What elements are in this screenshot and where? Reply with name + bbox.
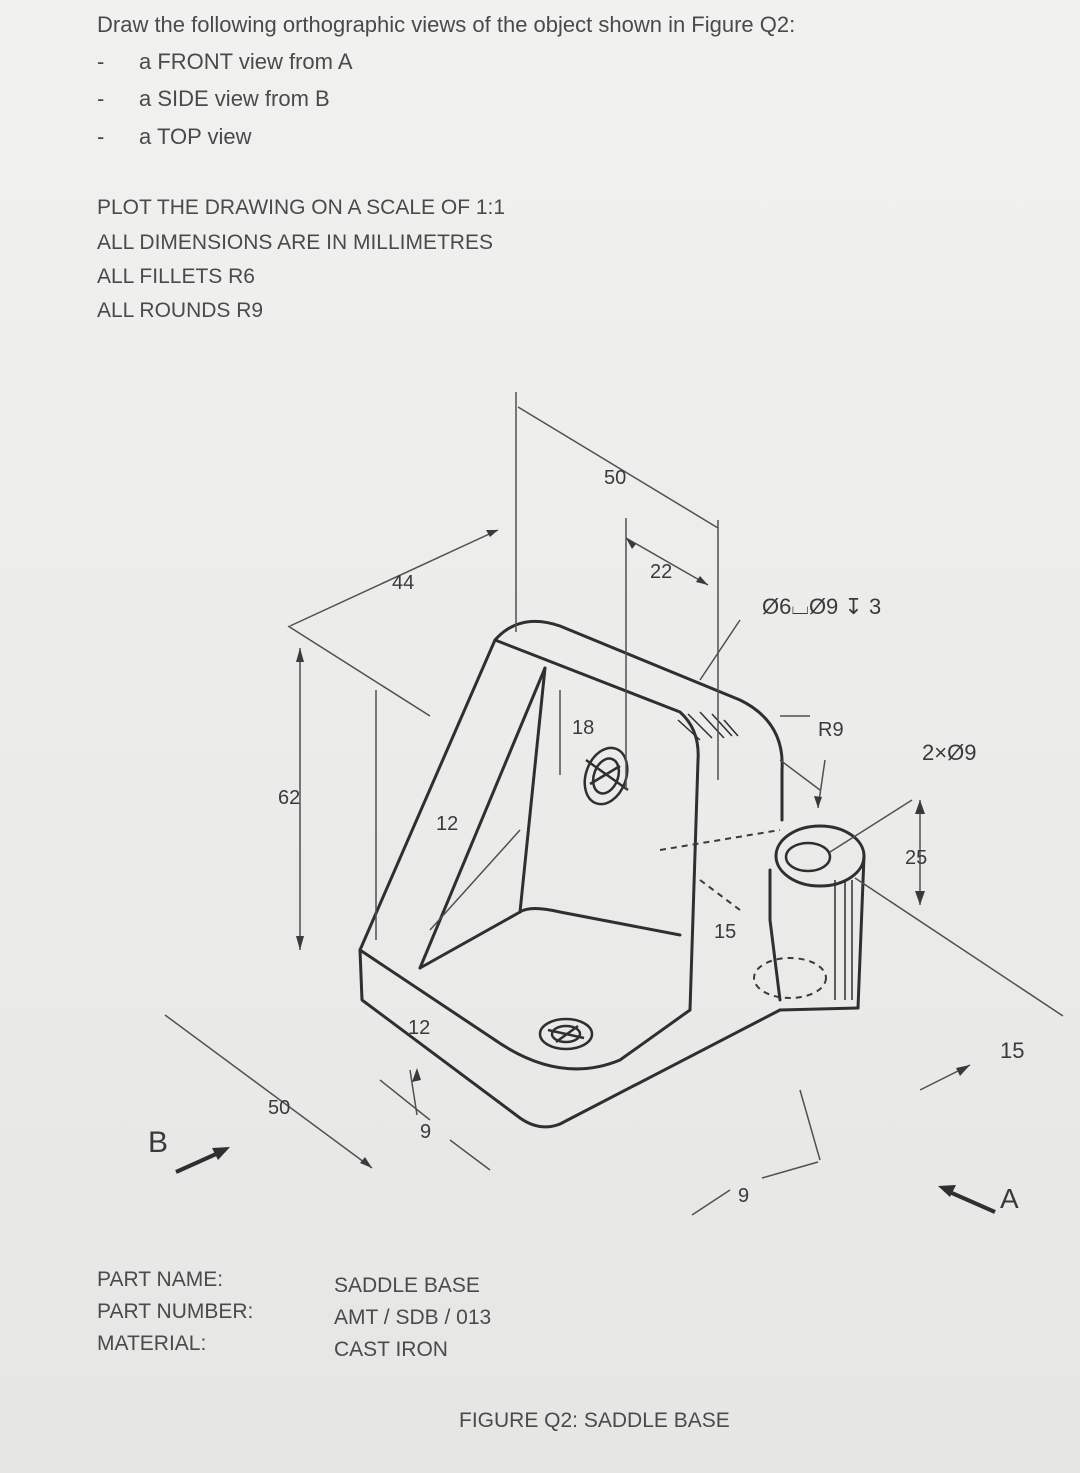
dim-50-top: 50 xyxy=(604,467,626,489)
bullet-marker: - xyxy=(97,49,105,74)
spec-scale: PLOT THE DRAWING ON A SCALE OF 1:1 xyxy=(97,196,506,219)
value-material: CAST IRON xyxy=(334,1338,448,1361)
dim-62: 62 xyxy=(278,787,300,809)
dim-22: 22 xyxy=(650,561,672,583)
spec-fillets: ALL FILLETS R6 xyxy=(97,265,255,288)
bullet-text: a SIDE view from B xyxy=(139,86,330,111)
view-arrows xyxy=(175,1147,996,1214)
dim-12-upper: 12 xyxy=(436,813,458,835)
label-part-name: PART NAME: xyxy=(97,1268,224,1291)
bullet-text: a TOP view xyxy=(139,124,252,149)
view-arrow-a xyxy=(944,1188,996,1214)
spec-units: ALL DIMENSIONS ARE IN MILLIMETRES xyxy=(97,231,493,254)
dim-18: 18 xyxy=(572,717,594,739)
dim-50-bottom: 50 xyxy=(268,1097,290,1119)
figure-caption: FIGURE Q2: SADDLE BASE xyxy=(459,1409,730,1432)
dim-9-left: 9 xyxy=(420,1121,431,1143)
dim-15-right: 15 xyxy=(1000,1038,1024,1063)
spec-rounds: ALL ROUNDS R9 xyxy=(97,299,264,322)
bullet-side-view: - a SIDE view from B xyxy=(97,86,330,112)
bullet-top-view: - a TOP view xyxy=(97,124,252,150)
arrow-head-b xyxy=(212,1147,230,1160)
dim-44: 44 xyxy=(392,572,414,594)
instruction-title: Draw the following orthographic views of… xyxy=(97,12,796,37)
shading xyxy=(677,711,853,1000)
dim-r9: R9 xyxy=(818,719,844,741)
plate-hole xyxy=(583,746,629,806)
arrow-head-a xyxy=(938,1185,956,1197)
arrowheads xyxy=(296,530,970,1168)
label-material: MATERIAL: xyxy=(97,1332,207,1355)
label-part-number: PART NUMBER: xyxy=(97,1300,254,1323)
hole-callout: Ø6⌴Ø9 ↧ 3 xyxy=(762,594,881,619)
value-part-number: AMT / SDB / 013 xyxy=(334,1306,492,1329)
holes-callout: 2×Ø9 xyxy=(922,740,976,765)
dim-9-right: 9 xyxy=(738,1185,749,1207)
hidden-lines xyxy=(659,829,827,999)
dim-12-lower: 12 xyxy=(408,1017,430,1039)
bullet-marker: - xyxy=(97,124,105,149)
dim-15-mid: 15 xyxy=(714,921,736,943)
view-label-a: A xyxy=(1000,1183,1019,1214)
dim-25: 25 xyxy=(905,847,927,869)
view-label-b: B xyxy=(148,1126,168,1159)
object-outline xyxy=(358,619,866,1129)
boss-hole xyxy=(784,841,832,873)
bullet-text: a FRONT view from A xyxy=(139,49,353,74)
value-part-name: SADDLE BASE xyxy=(334,1274,480,1297)
bullet-marker: - xyxy=(97,86,105,111)
bullet-front-view: - a FRONT view from A xyxy=(97,49,353,75)
base-hole xyxy=(538,1017,594,1051)
